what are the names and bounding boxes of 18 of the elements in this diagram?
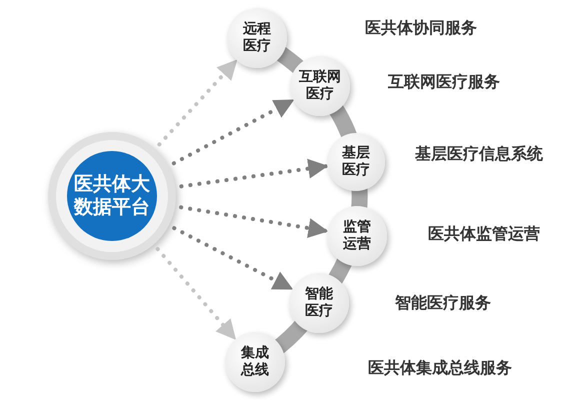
module-circle: 基层医疗: [327, 133, 385, 191]
arrow: [157, 58, 238, 146]
arrow: [179, 205, 328, 238]
service-label: 医共体集成总线服务: [368, 358, 512, 379]
service-label: 基层医疗信息系统: [415, 144, 543, 165]
arrow: [172, 98, 295, 166]
arrow: [179, 158, 328, 188]
service-label: 医共体协同服务: [365, 18, 477, 39]
module-circle: 智能医疗: [289, 273, 349, 333]
arrow: [156, 247, 237, 341]
service-label: 互联网医疗服务: [388, 72, 500, 93]
arrow: [172, 226, 294, 291]
module-circle: 互联网医疗: [290, 56, 350, 116]
module-circle: 集成总线: [225, 332, 285, 392]
module-circle: 远程医疗: [227, 8, 287, 68]
module-circle: 监管运营: [327, 206, 387, 266]
service-label: 智能医疗服务: [395, 293, 491, 314]
service-label: 医共体监管运营: [428, 224, 540, 245]
